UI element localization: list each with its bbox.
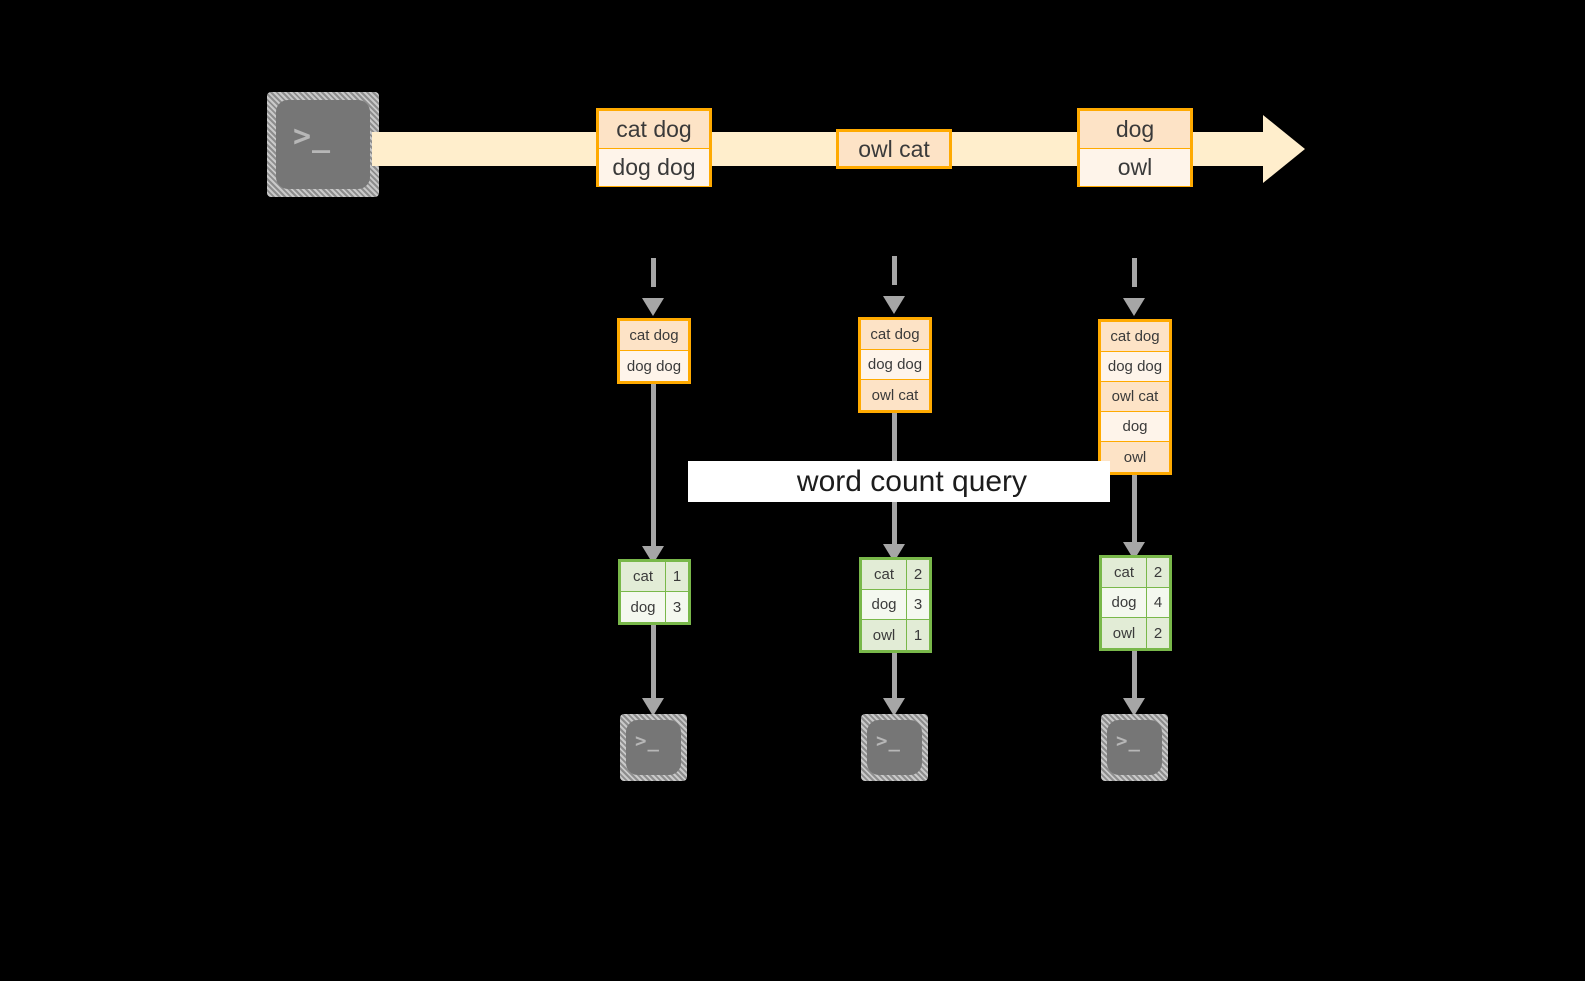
result-word: owl	[862, 620, 907, 650]
snapshot-3-output-arrow-line	[1132, 651, 1137, 707]
consumer-terminal-icon-2: >_	[861, 714, 928, 781]
consumer-terminal-icon-3: >_	[1101, 714, 1168, 781]
message-line: owl cat	[1101, 382, 1169, 412]
snapshot-2-dashed-arrow-head	[883, 296, 905, 314]
terminal-screen	[276, 100, 370, 189]
terminal-screen	[1107, 720, 1162, 775]
message-line: dog	[1080, 111, 1190, 149]
result-word: dog	[862, 590, 907, 619]
snapshot-2-message-log[interactable]: cat dog dog dog owl cat	[858, 317, 932, 413]
table-row: cat 2	[1102, 558, 1169, 588]
result-count: 4	[1147, 588, 1169, 617]
result-count: 1	[666, 562, 688, 591]
message-line: owl cat	[839, 132, 949, 166]
snapshot-2-output-arrow-head	[883, 698, 905, 716]
message-line: dog dog	[1101, 352, 1169, 382]
stream-band-arrowhead	[1263, 115, 1305, 183]
terminal-prompt-glyph: >_	[635, 730, 660, 752]
snapshot-2-output-arrow-line	[892, 653, 897, 707]
result-word: dog	[1102, 588, 1147, 617]
message-line: owl	[1101, 442, 1169, 472]
message-line: owl cat	[861, 380, 929, 410]
terminal-prompt-glyph: >_	[876, 730, 901, 752]
table-row: owl 2	[1102, 618, 1169, 648]
result-table-3[interactable]: cat 2 dog 4 owl 2	[1099, 555, 1172, 651]
snapshot-1-dashed-arrow-head	[642, 298, 664, 316]
query-label-text: word count query	[796, 464, 1028, 498]
message-line: cat dog	[861, 320, 929, 350]
snapshot-3-dashed-arrow-head	[1123, 298, 1145, 316]
terminal-screen	[626, 720, 681, 775]
terminal-prompt-glyph: >_	[1116, 730, 1141, 752]
snapshot-1-output-arrow-line	[651, 625, 656, 707]
stream-message-3[interactable]: dog owl	[1077, 108, 1193, 187]
result-count: 3	[907, 590, 929, 619]
snapshot-1-output-arrow-head	[642, 698, 664, 716]
result-word: cat	[621, 562, 666, 591]
query-label-band: word count query	[688, 461, 1110, 502]
result-count: 2	[907, 560, 929, 589]
result-word: cat	[1102, 558, 1147, 587]
snapshot-3-query-arrow-line	[1132, 475, 1137, 553]
table-row: dog 3	[621, 592, 688, 622]
message-line: dog dog	[620, 351, 688, 381]
snapshot-2-dashed-arrow-line	[892, 256, 897, 306]
message-line: dog dog	[861, 350, 929, 380]
stream-message-1[interactable]: cat dog dog dog	[596, 108, 712, 187]
terminal-prompt-glyph: >_	[293, 119, 332, 154]
table-row: dog 4	[1102, 588, 1169, 618]
table-row: dog 3	[862, 590, 929, 620]
table-row: cat 1	[621, 562, 688, 592]
result-word: dog	[621, 592, 666, 622]
result-word: owl	[1102, 618, 1147, 648]
message-line: dog	[1101, 412, 1169, 442]
message-line: dog dog	[599, 149, 709, 186]
snapshot-3-dashed-arrow-line	[1132, 258, 1137, 308]
snapshot-1-message-log[interactable]: cat dog dog dog	[617, 318, 691, 384]
stream-message-2[interactable]: owl cat	[836, 129, 952, 169]
table-row: cat 2	[862, 560, 929, 590]
result-count: 2	[1147, 558, 1169, 587]
snapshot-1-dashed-arrow-line	[651, 258, 656, 308]
result-table-2[interactable]: cat 2 dog 3 owl 1	[859, 557, 932, 653]
result-count: 1	[907, 620, 929, 650]
terminal-screen	[867, 720, 922, 775]
message-line: cat dog	[620, 321, 688, 351]
result-word: cat	[862, 560, 907, 589]
table-row: owl 1	[862, 620, 929, 650]
message-line: cat dog	[1101, 322, 1169, 352]
snapshot-3-output-arrow-head	[1123, 698, 1145, 716]
result-count: 2	[1147, 618, 1169, 648]
producer-terminal-icon: >_	[267, 92, 379, 197]
message-line: owl	[1080, 149, 1190, 186]
message-line: cat dog	[599, 111, 709, 149]
snapshot-1-query-arrow-line	[651, 384, 656, 556]
consumer-terminal-icon-1: >_	[620, 714, 687, 781]
result-count: 3	[666, 592, 688, 622]
snapshot-3-message-log[interactable]: cat dog dog dog owl cat dog owl	[1098, 319, 1172, 475]
result-table-1[interactable]: cat 1 dog 3	[618, 559, 691, 625]
